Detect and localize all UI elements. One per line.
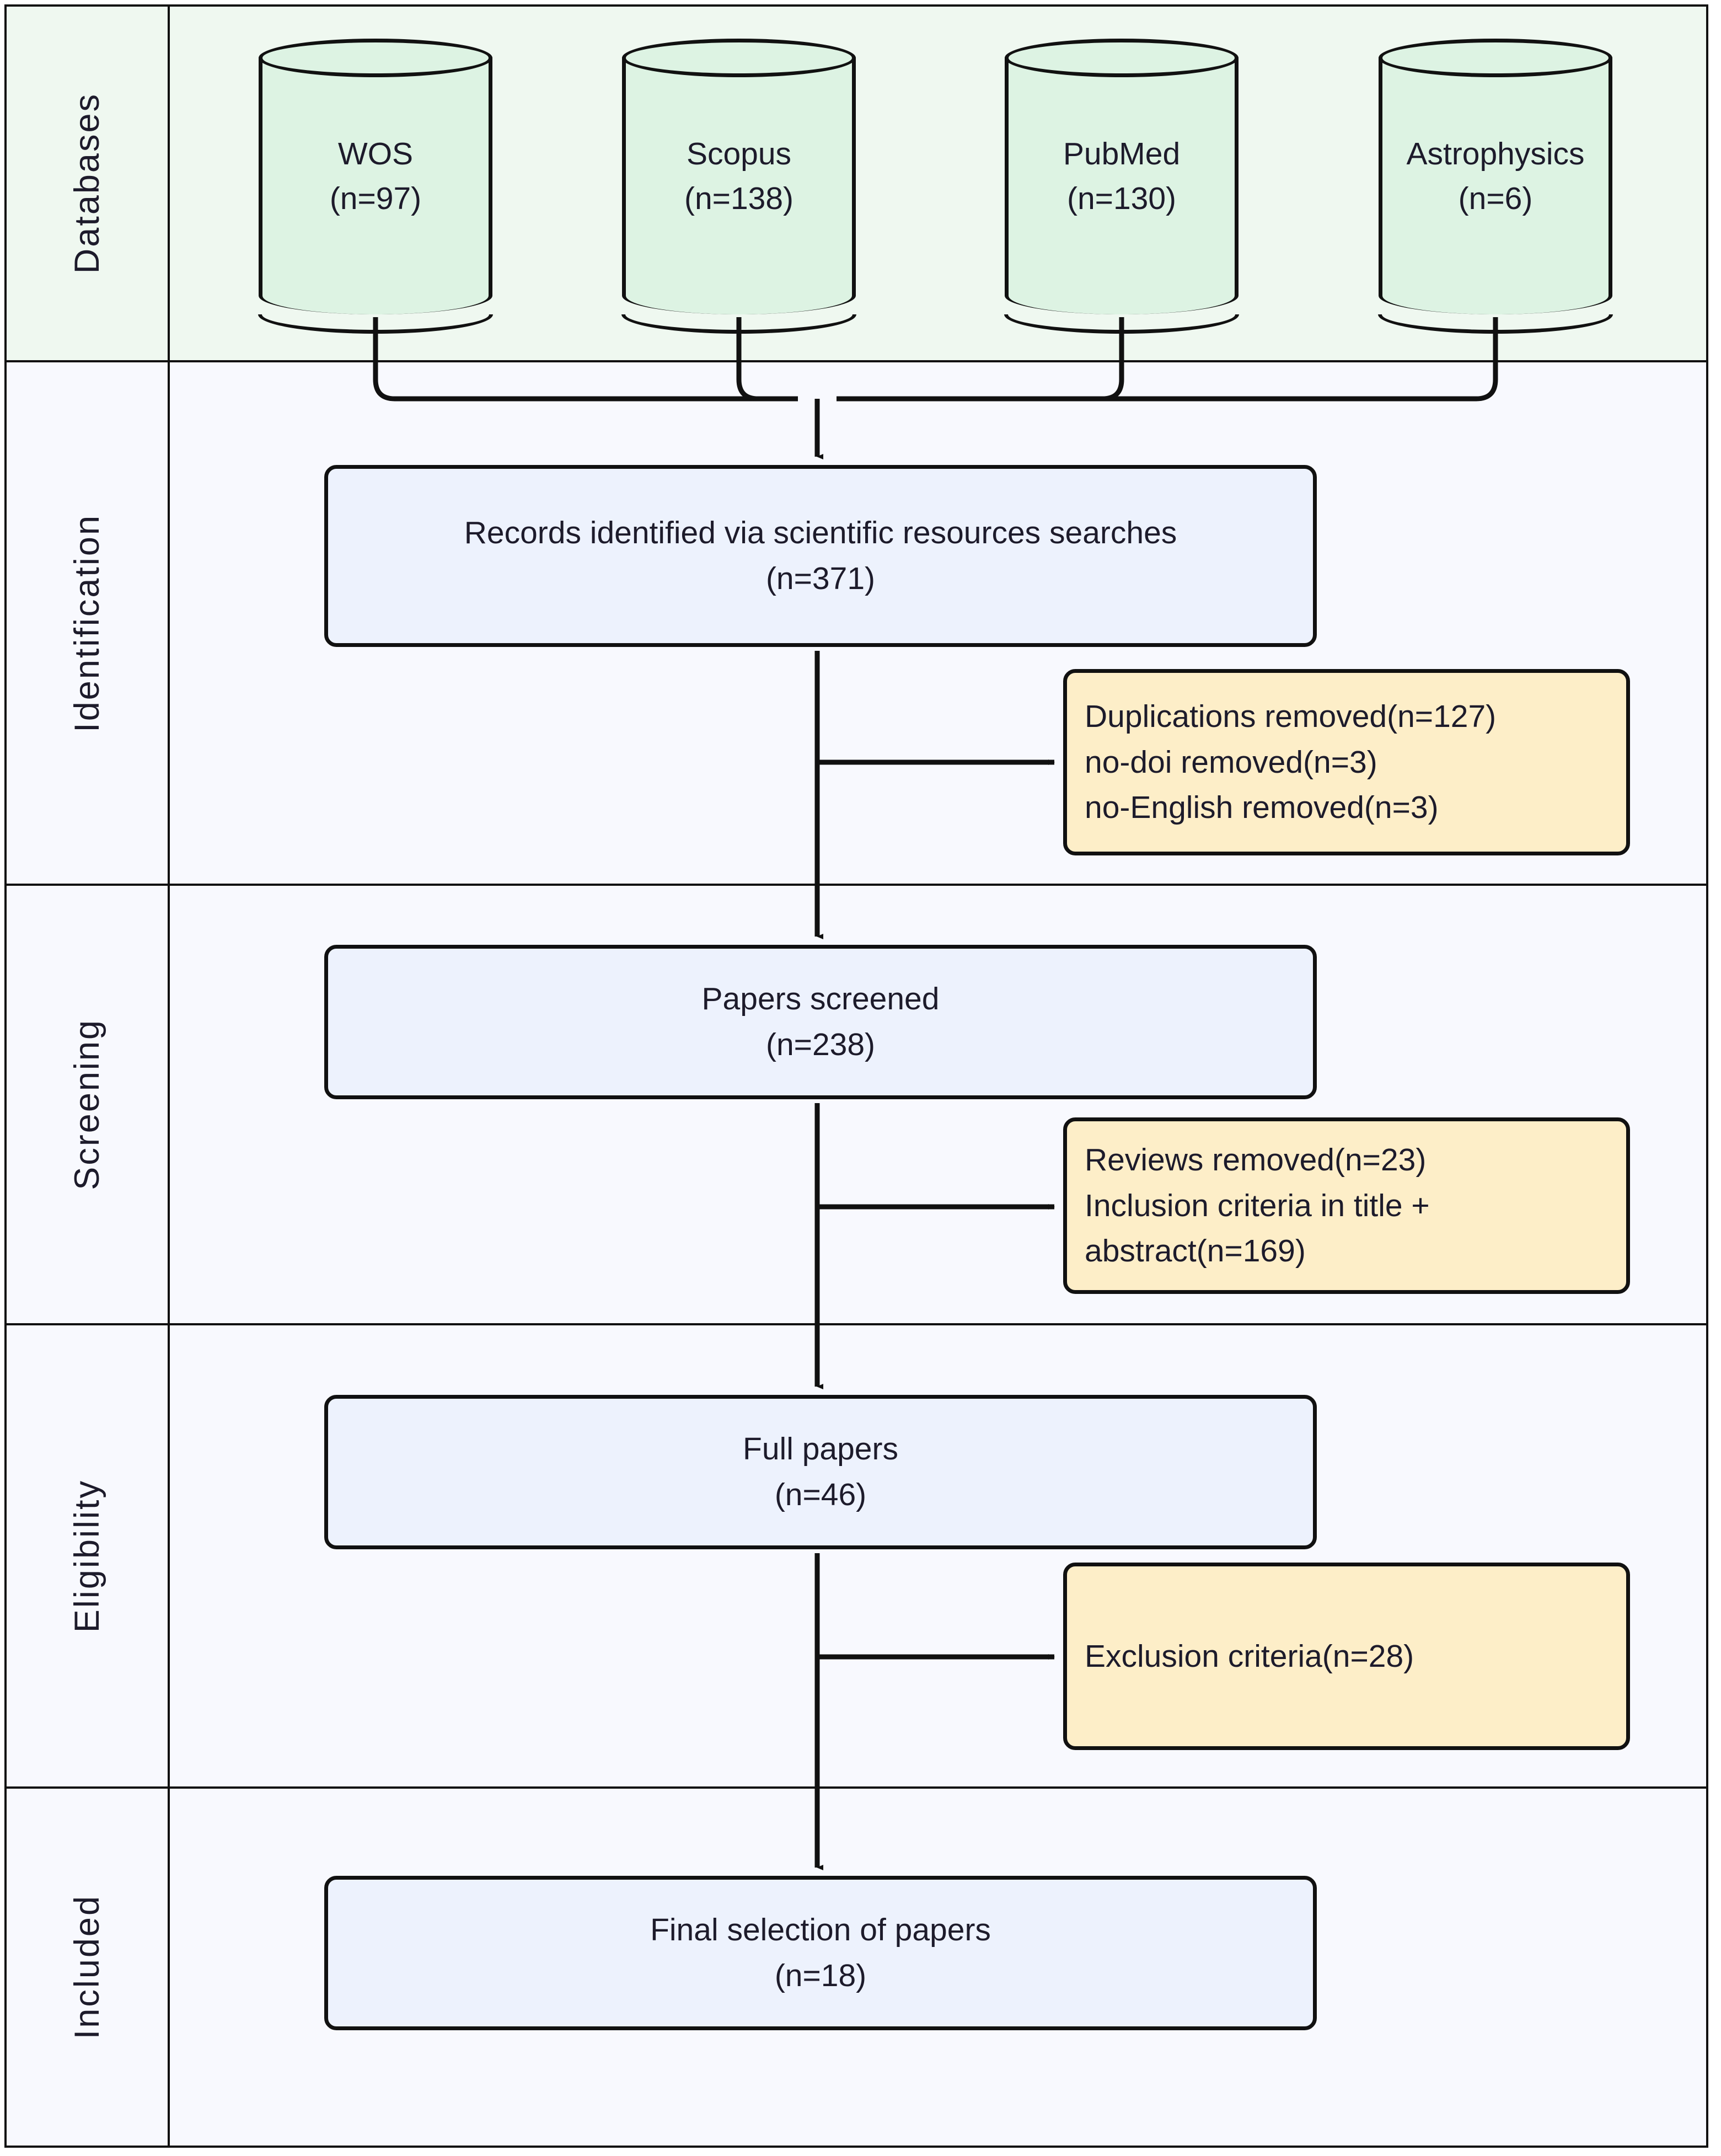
exclusion-line: no-English removed(n=3) <box>1085 790 1439 826</box>
lane-label-included-text: Included <box>68 1895 106 2040</box>
lane-label-identification-text: Identification <box>68 513 106 732</box>
database-cylinder-scopus[interactable]: Scopus (n=138) <box>621 39 856 334</box>
lane-label-screening: Screening <box>7 886 170 1323</box>
exclusion-box-text: Duplications removed(n=127) no-doi remov… <box>1085 694 1496 831</box>
exclusion-line: Inclusion criteria in title + <box>1085 1187 1430 1223</box>
cylinder-top-ellipse <box>259 39 492 77</box>
process-box-full-papers[interactable]: Full papers (n=46) <box>324 1395 1317 1549</box>
lane-label-eligibility: Eligibility <box>7 1325 170 1786</box>
database-name: WOS <box>337 136 414 172</box>
process-box-line1: Full papers <box>743 1431 898 1467</box>
exclusion-box-screening[interactable]: Reviews removed(n=23) Inclusion criteria… <box>1063 1117 1630 1294</box>
exclusion-box-identification[interactable]: Duplications removed(n=127) no-doi remov… <box>1063 669 1630 855</box>
database-cylinder-pubmed[interactable]: PubMed (n=130) <box>1004 39 1239 334</box>
database-name: Astrophysics <box>1406 136 1585 172</box>
exclusion-box-text: Exclusion criteria(n=28) <box>1085 1634 1414 1679</box>
database-cylinder-astrophysics[interactable]: Astrophysics (n=6) <box>1378 39 1613 334</box>
process-box-text: Records identified via scientific resour… <box>464 510 1177 601</box>
cylinder-top-ellipse <box>622 39 856 77</box>
process-box-text: Papers screened (n=238) <box>702 976 940 1067</box>
process-box-papers-screened[interactable]: Papers screened (n=238) <box>324 945 1317 1099</box>
database-count: (n=130) <box>1066 181 1177 216</box>
cylinder-body <box>1005 57 1239 314</box>
database-count: (n=6) <box>1458 181 1533 216</box>
database-label-wos: WOS (n=97) <box>259 132 492 221</box>
database-cylinder-wos[interactable]: WOS (n=97) <box>258 39 493 334</box>
process-box-final-selection[interactable]: Final selection of papers (n=18) <box>324 1876 1317 2030</box>
process-box-line1: Records identified via scientific resour… <box>464 515 1177 551</box>
lane-label-included: Included <box>7 1789 170 2146</box>
process-box-line2: (n=238) <box>765 1027 876 1062</box>
cylinder-top-ellipse <box>1005 39 1239 77</box>
process-box-text: Full papers (n=46) <box>743 1426 898 1517</box>
process-box-records-identified[interactable]: Records identified via scientific resour… <box>324 465 1317 647</box>
process-box-line2: (n=18) <box>774 1958 867 1993</box>
process-box-line2: (n=371) <box>765 561 876 596</box>
lane-label-eligibility-text: Eligibility <box>68 1479 106 1633</box>
database-name: PubMed <box>1063 136 1181 172</box>
cylinder-body <box>1379 57 1612 314</box>
process-box-text: Final selection of papers (n=18) <box>650 1907 991 1998</box>
exclusion-line: Exclusion criteria(n=28) <box>1085 1638 1414 1674</box>
cylinder-body <box>259 57 492 314</box>
exclusion-line: Duplications removed(n=127) <box>1085 699 1497 735</box>
exclusion-box-text: Reviews removed(n=23) Inclusion criteria… <box>1085 1137 1430 1274</box>
lane-label-databases-text: Databases <box>68 93 106 274</box>
cylinder-body <box>622 57 856 314</box>
process-box-line2: (n=46) <box>774 1477 867 1512</box>
lane-label-databases: Databases <box>7 7 170 360</box>
database-count: (n=97) <box>329 181 422 216</box>
exclusion-line: no-doi removed(n=3) <box>1085 744 1377 780</box>
database-label-pubmed: PubMed (n=130) <box>1005 132 1239 221</box>
process-box-line1: Final selection of papers <box>650 1912 991 1948</box>
database-label-scopus: Scopus (n=138) <box>622 132 856 221</box>
exclusion-line: Reviews removed(n=23) <box>1085 1142 1427 1178</box>
lane-label-identification: Identification <box>7 362 170 884</box>
exclusion-box-eligibility[interactable]: Exclusion criteria(n=28) <box>1063 1563 1630 1750</box>
database-count: (n=138) <box>684 181 794 216</box>
database-name: Scopus <box>686 136 792 172</box>
process-box-line1: Papers screened <box>701 981 940 1017</box>
cylinder-top-ellipse <box>1379 39 1612 77</box>
database-label-astrophysics: Astrophysics (n=6) <box>1379 132 1612 221</box>
lane-label-screening-text: Screening <box>68 1019 106 1190</box>
exclusion-line: abstract(n=169) <box>1085 1233 1306 1269</box>
